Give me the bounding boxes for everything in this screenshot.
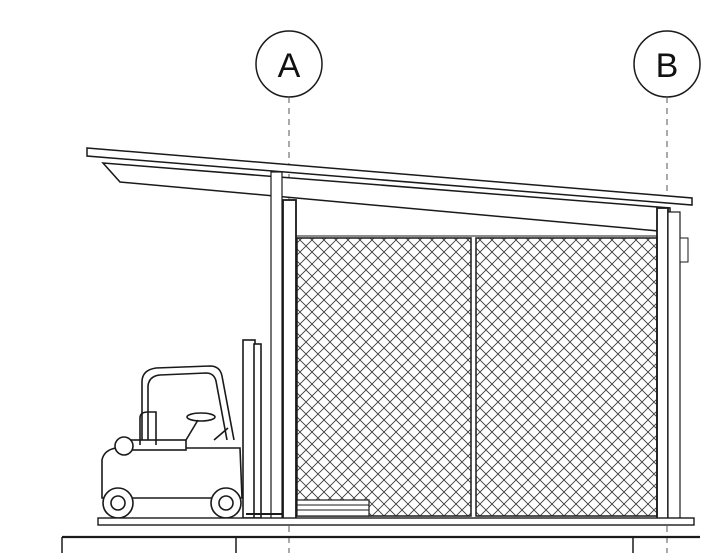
column-b — [656, 207, 689, 522]
mesh-fence — [296, 235, 658, 517]
gridline-a-label: A — [278, 47, 301, 85]
column-a — [270, 171, 297, 522]
gridline-b-label: B — [656, 47, 679, 85]
roof — [86, 147, 693, 233]
mesh-panel-right — [475, 237, 658, 517]
forklift — [101, 339, 282, 519]
roof-sheet — [86, 147, 693, 206]
mesh-panel-left — [296, 237, 472, 517]
ground-slab — [61, 517, 700, 553]
pallet — [296, 499, 370, 517]
